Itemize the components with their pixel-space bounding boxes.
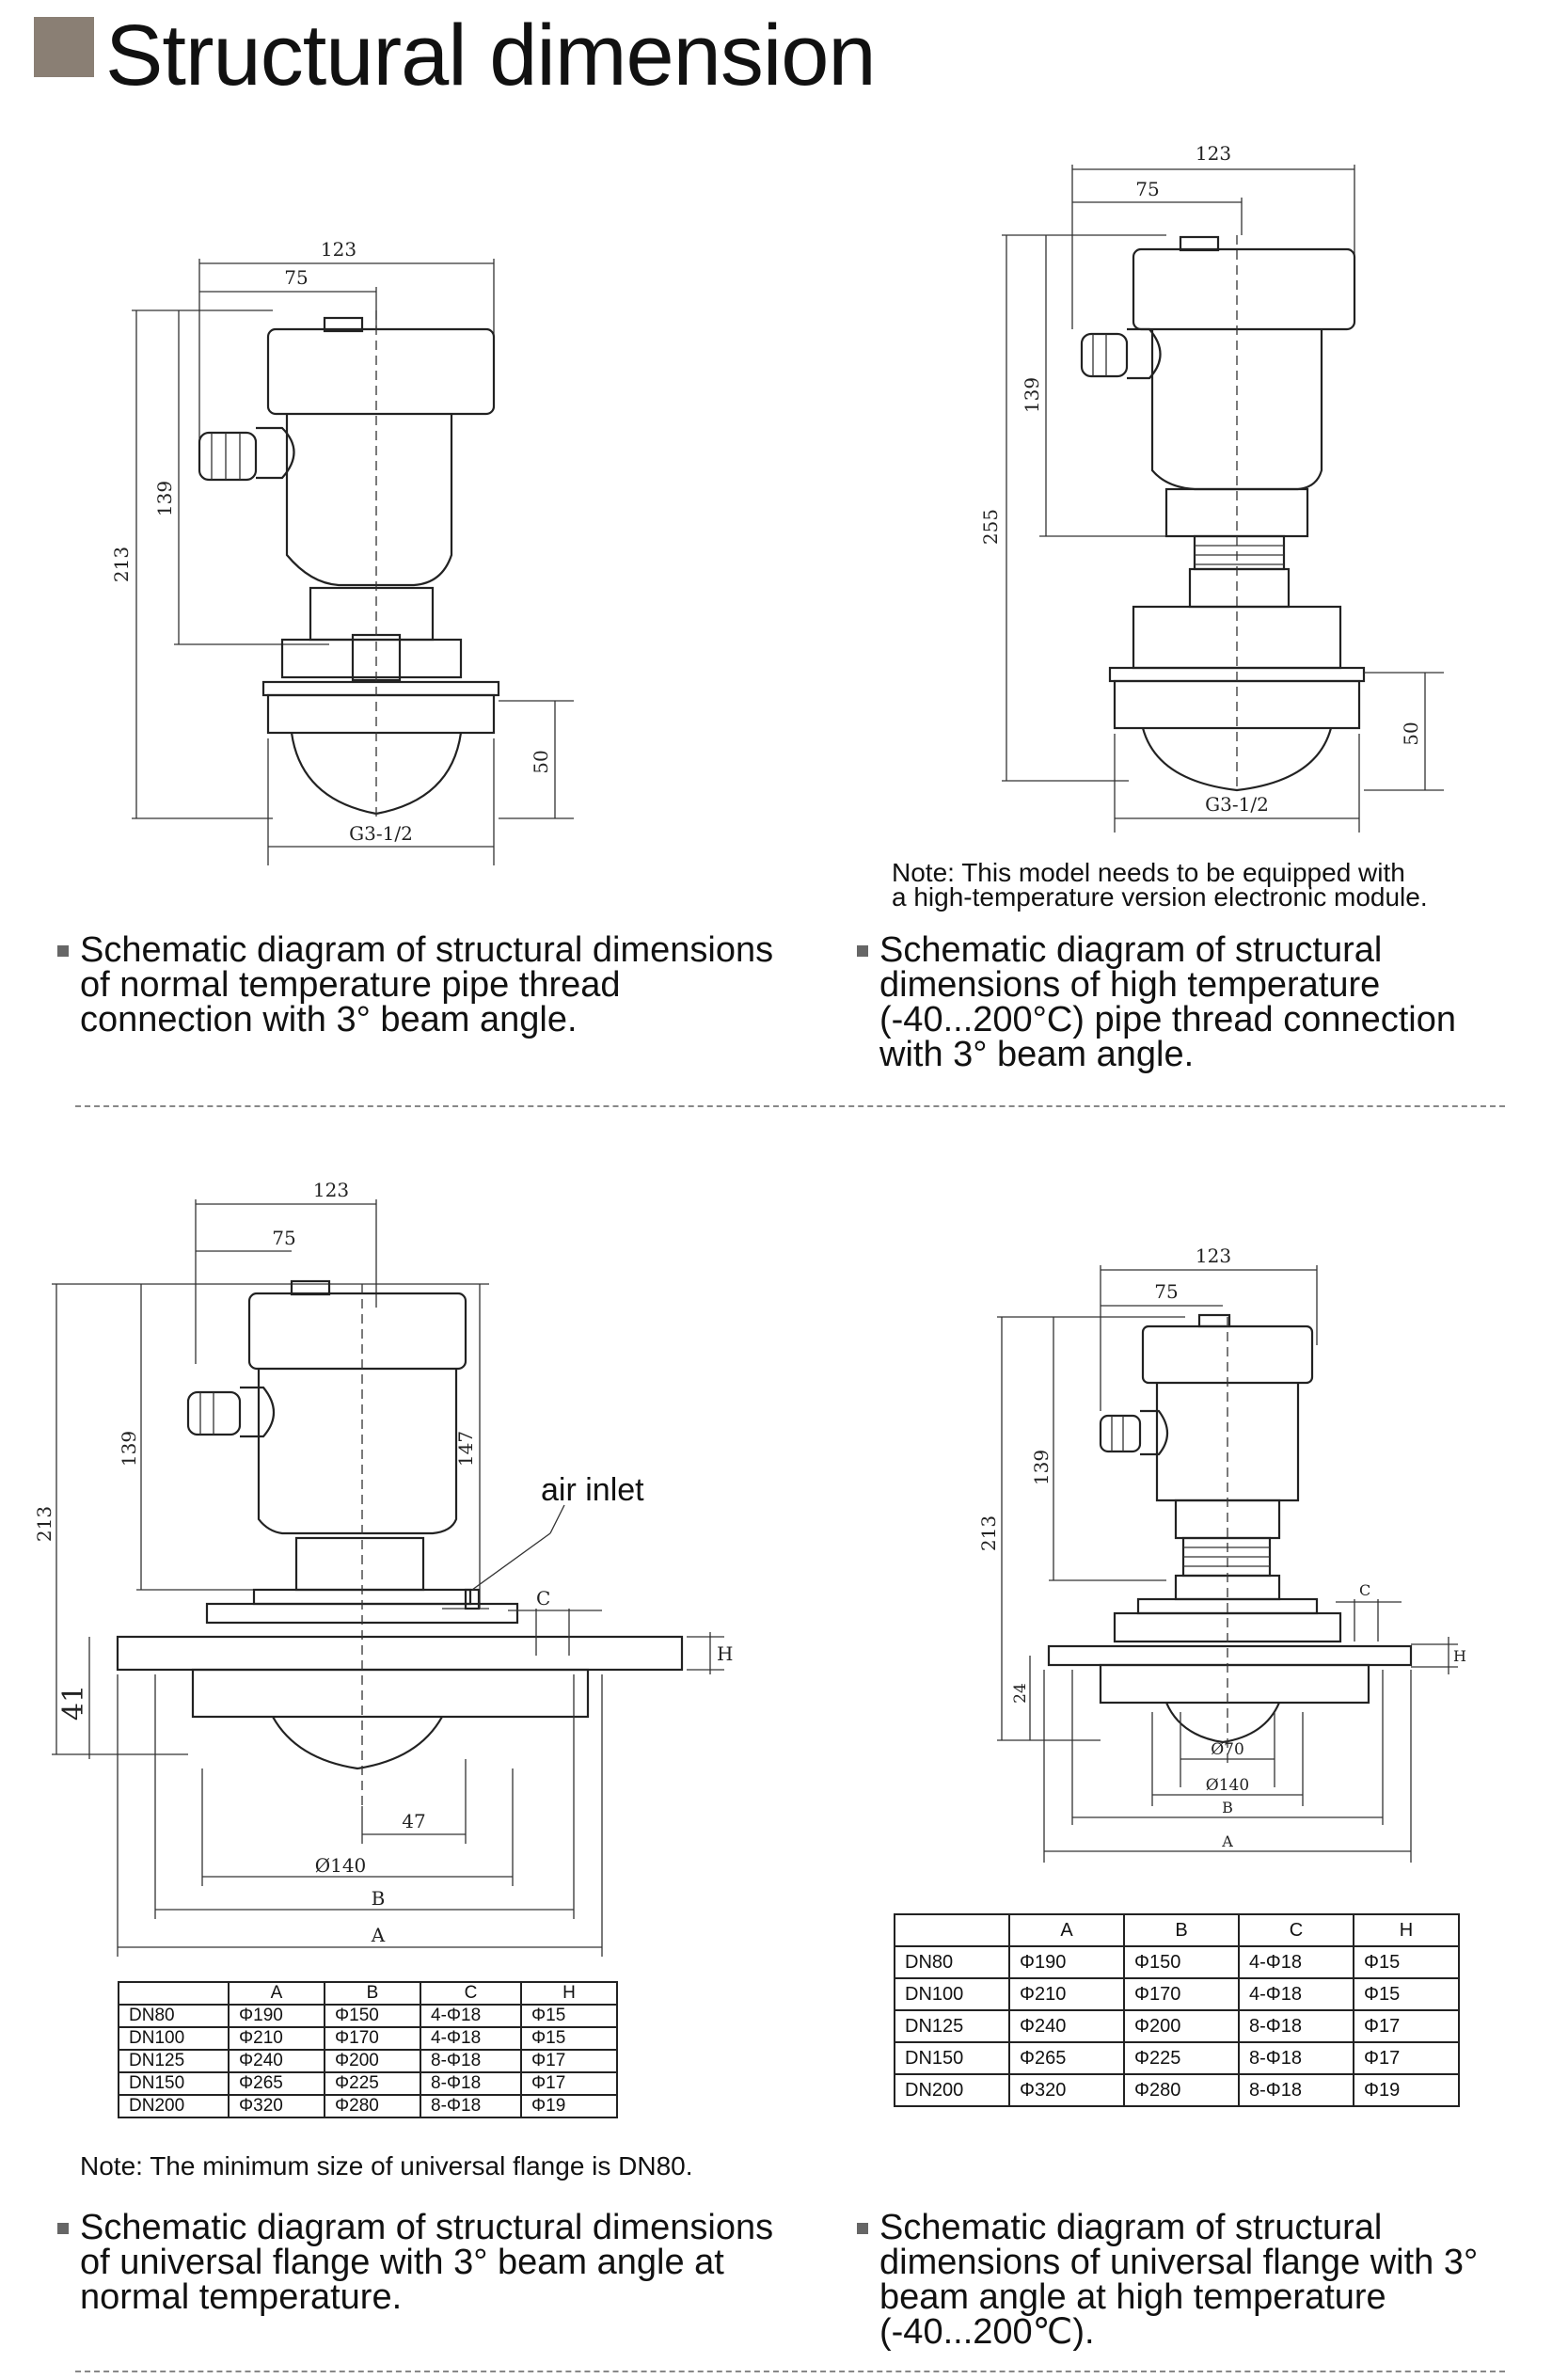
dim-41: 41: [57, 1685, 90, 1721]
dim-139: 139: [1030, 1450, 1053, 1485]
bullet: [57, 2223, 69, 2234]
caption-flange-high-temp: Schematic diagram of structural dimensio…: [857, 2210, 1538, 2350]
dim-147: 147: [454, 1431, 477, 1467]
dim-b: B: [372, 1887, 386, 1910]
bullet: [57, 945, 69, 957]
dim-140: Ø140: [315, 1854, 367, 1877]
page-title: Structural dimension: [105, 8, 877, 103]
dim-213: 213: [33, 1506, 55, 1542]
diagram-flange-high-temp: 123 75 213 139 C H 24 Ø70 Ø140 B A: [977, 1245, 1466, 1863]
dim-75: 75: [272, 1227, 295, 1249]
dim-70: Ø70: [1211, 1740, 1244, 1759]
dim-140: Ø140: [1206, 1776, 1249, 1795]
divider: [75, 2371, 1505, 2372]
dim-50: 50: [530, 750, 552, 773]
dim-75: 75: [1135, 178, 1159, 200]
divider: [75, 1105, 1505, 1107]
dim-123: 123: [321, 238, 356, 261]
dim-75: 75: [1154, 1280, 1178, 1303]
dim-139: 139: [118, 1431, 140, 1467]
dim-h: H: [717, 1642, 733, 1665]
dim-b: B: [1222, 1799, 1233, 1816]
caption-normal-pipe-thread: Schematic diagram of structural dimensio…: [57, 932, 814, 1038]
caption-flange-normal-temp: Schematic diagram of structural dimensio…: [57, 2210, 814, 2315]
dim-123: 123: [313, 1179, 349, 1201]
air-inlet-label: air inlet: [541, 1472, 644, 1508]
dim-139: 139: [153, 481, 176, 516]
dim-h: H: [1453, 1647, 1466, 1665]
header-square: [34, 17, 94, 77]
bullet: [857, 2223, 868, 2234]
dim-75: 75: [284, 266, 308, 289]
dim-213: 213: [977, 1515, 1000, 1551]
dim-thread: G3-1/2: [1205, 793, 1269, 816]
diagram-normal-pipe-thread: 123 75 213 139 G3-1/2 50: [110, 238, 574, 865]
diagram-high-temp-pipe-thread: 123 75 255 139 G3-1/2 50: [979, 142, 1444, 833]
diagram-flange-normal-temp: 123 75 213 139 147 air inlet C H 41 47 Ø…: [33, 1179, 733, 1957]
dim-213: 213: [110, 547, 133, 582]
dim-139: 139: [1021, 377, 1043, 413]
note-flange-min: Note: The minimum size of universal flan…: [80, 2151, 693, 2181]
note-high-temp-module-1: Note: This model needs to be equipped wi…: [892, 858, 1405, 887]
dim-thread: G3-1/2: [349, 822, 413, 845]
bullet: [857, 945, 868, 957]
dim-50: 50: [1400, 722, 1422, 745]
dim-255: 255: [979, 509, 1002, 545]
dim-123: 123: [1196, 1245, 1231, 1267]
caption-high-temp-pipe-thread: Schematic diagram of structural dimensio…: [857, 932, 1538, 1072]
dim-c: C: [536, 1587, 550, 1610]
dim-123: 123: [1196, 142, 1231, 165]
dim-24: 24: [1011, 1683, 1030, 1704]
table-header-row: A B C H: [118, 1981, 618, 2006]
table-header-row: A B C H: [894, 1913, 1460, 1947]
dim-a: A: [1221, 1832, 1233, 1850]
note-high-temp-module-2: a high-temperature version electronic mo…: [892, 882, 1428, 912]
dim-a: A: [371, 1924, 386, 1946]
dim-47: 47: [402, 1810, 425, 1832]
dim-c: C: [1359, 1581, 1370, 1599]
